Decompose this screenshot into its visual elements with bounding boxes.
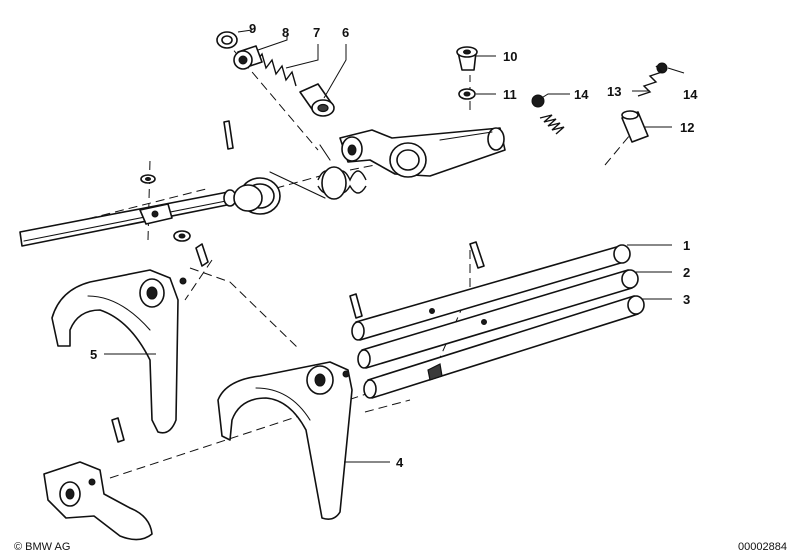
- copyright-label: © BMW AG: [14, 541, 71, 553]
- callout-5: 5: [90, 347, 97, 362]
- callout-9: 9: [249, 21, 256, 36]
- callout-2: 2: [683, 265, 690, 280]
- selector-lever: [339, 127, 506, 178]
- sleeve-12: [621, 110, 649, 143]
- torsion-spring: [269, 144, 367, 200]
- selector-shaft: [19, 189, 237, 247]
- callout-8: 8: [282, 25, 289, 40]
- ball-14-left: [531, 94, 545, 108]
- shift-rod-2: [357, 269, 639, 369]
- ball-14-right: [656, 62, 668, 74]
- leader-lines: [104, 29, 685, 463]
- rod-pins: [111, 241, 485, 443]
- callout-14-left: 14: [574, 87, 589, 102]
- shift-finger: [43, 461, 153, 541]
- callout-10: 10: [503, 49, 517, 64]
- bushing-8: [233, 45, 263, 70]
- washer-11: [458, 88, 476, 100]
- shift-rod-3: [363, 295, 645, 399]
- callout-labels: 1 2 3 4 5 6 7 8 9 10 11 12 13 14 14: [90, 21, 698, 470]
- shift-fork-5: [51, 269, 187, 434]
- callout-12: 12: [680, 120, 694, 135]
- circlip-9: [216, 31, 238, 49]
- diagram-id-label: 00002884: [738, 541, 787, 553]
- callout-3: 3: [683, 292, 690, 307]
- callout-13: 13: [607, 84, 621, 99]
- shaft-washers: [140, 120, 234, 267]
- shift-rod-1: [351, 244, 631, 341]
- spring-14-left: [539, 114, 565, 135]
- plug-10: [456, 46, 478, 71]
- callout-14-right: 14: [683, 87, 698, 102]
- shaft-rings: [233, 177, 281, 215]
- callout-1: 1: [683, 238, 690, 253]
- bushing-6: [299, 83, 335, 117]
- callout-11: 11: [503, 87, 517, 102]
- callout-4: 4: [396, 455, 404, 470]
- shift-fork-4: [217, 361, 353, 520]
- spring-13: [637, 65, 664, 97]
- callout-6: 6: [342, 25, 349, 40]
- spring-7: [255, 52, 297, 87]
- callout-7: 7: [313, 25, 320, 40]
